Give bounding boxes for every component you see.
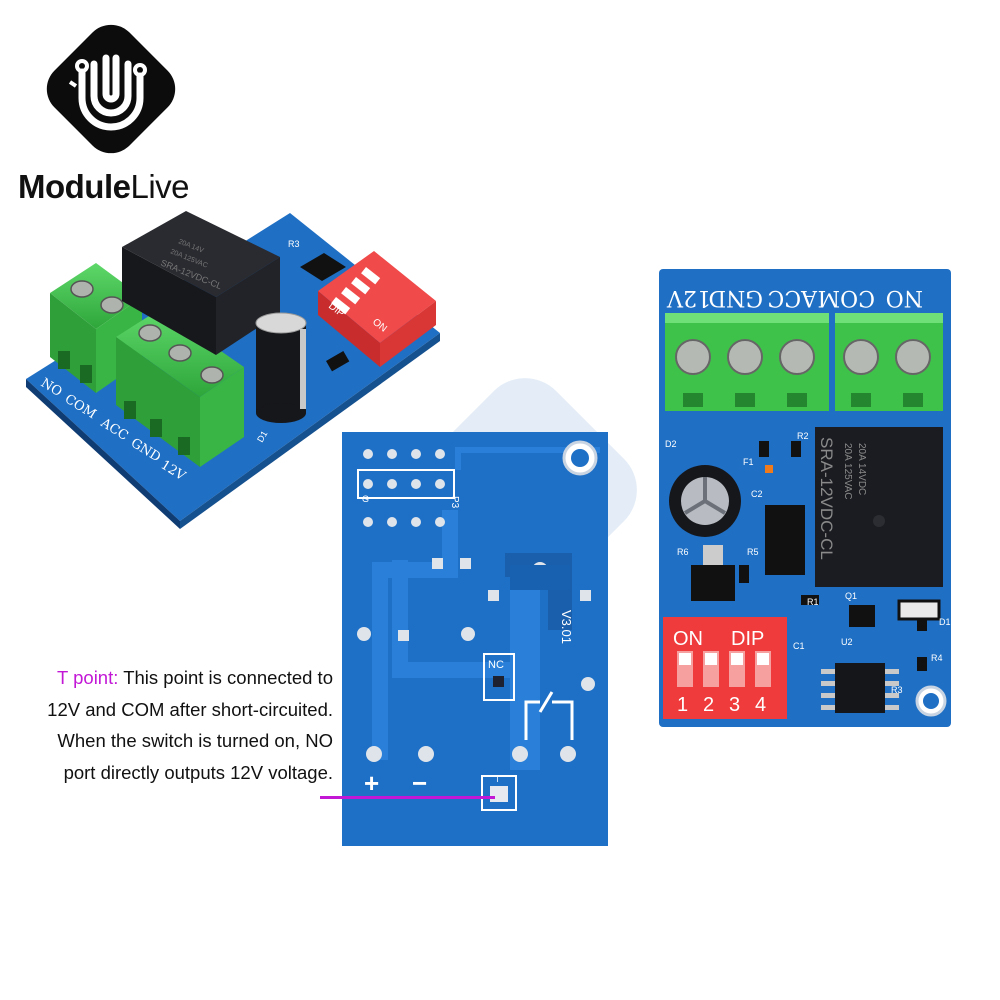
silk-minus: −: [412, 768, 427, 798]
annotation-line-2: 12V and COM after short-circuited.: [47, 698, 333, 720]
top-ic-chip: [821, 663, 899, 713]
top-terminal-label-com: COM: [818, 285, 875, 310]
top-terminal-block-3way: [665, 313, 829, 411]
silk-top-u2: U2: [841, 637, 853, 647]
top-capacitor-component: [669, 465, 741, 537]
silk-top-r3: R3: [891, 685, 903, 695]
annotation-line-1: T point: This point is connected to: [57, 667, 333, 688]
dip-number-2: 2: [703, 694, 714, 716]
silk-top-r4: R4: [931, 653, 943, 663]
brand-wordmark: ModuleLive: [18, 168, 190, 206]
silk-r3: R3: [288, 239, 300, 249]
dip-title: DIP: [731, 628, 764, 650]
top-terminal-label-acc: ACC: [767, 285, 818, 310]
dip-number-4: 4: [755, 694, 766, 716]
t-point-pointer-line: [320, 796, 495, 799]
annotation-highlight: T point:: [57, 667, 119, 688]
board-version: V3.01: [559, 610, 574, 644]
dip-number-1: 1: [677, 694, 688, 716]
silk-top-r1: R1: [807, 597, 819, 607]
silk-top-r2: R2: [797, 431, 809, 441]
t-point-pad: [481, 775, 517, 811]
relay-component: 20A 14V 20A 125VAC SRA-12VDC-CL: [122, 211, 280, 355]
silk-top-q1: Q1: [845, 591, 857, 601]
silk-g: G: [362, 494, 369, 504]
top-dip-switch: ON DIP 1 2 3 4: [663, 617, 787, 719]
silk-top-c1: C1: [793, 641, 805, 651]
relay-module-top-photo: 12V GND ACC COM NO 20A 14VDC 20A 125VAC …: [659, 269, 951, 727]
silk-nc: NC: [488, 659, 504, 671]
terminal-block-3way: [116, 309, 244, 467]
silk-t: T: [495, 775, 500, 784]
dip-on-title: ON: [673, 628, 703, 650]
dip-switch: DIP ON: [318, 251, 436, 367]
silk-top-c2: C2: [751, 489, 763, 499]
silk-p3: P3: [449, 496, 460, 509]
ic-chip: [300, 253, 346, 281]
top-terminal-label-12v: 12V: [666, 285, 711, 310]
silk-d1: D1: [255, 429, 269, 444]
top-terminal-label-gnd: GND: [709, 285, 763, 310]
modulelive-logo-icon: [46, 24, 176, 154]
silk-top-d1: D1: [939, 617, 951, 627]
top-terminal-label-no: NO: [886, 285, 923, 310]
silk-top-r6: R6: [677, 547, 689, 557]
silk-top-r5: R5: [747, 547, 759, 557]
top-relay-spec2: 20A 125VAC: [842, 443, 853, 500]
brand-name-bold: Module: [18, 168, 131, 205]
relay-module-back-photo: G P3 V3.01 NC + − T: [342, 432, 608, 846]
silk-top-f1: F1: [743, 457, 754, 467]
silk-plus: +: [364, 768, 379, 798]
top-relay-component: 20A 14VDC 20A 125VAC SRA-12VDC-CL: [815, 427, 943, 587]
brand-name-light: Live: [130, 168, 190, 205]
capacitor-component: [255, 312, 307, 423]
relay-module-perspective-photo: NO COM ACC GND 12V R3 D1 20A 14V 20A 125…: [26, 211, 440, 529]
voltage-regulator: [765, 505, 805, 575]
annotation-line-4: port directly outputs 12V voltage.: [63, 761, 333, 783]
silk-top-d2: D2: [665, 439, 677, 449]
top-relay-model: SRA-12VDC-CL: [817, 437, 836, 560]
top-relay-spec1: 20A 14VDC: [856, 443, 867, 495]
annotation-line-3: When the switch is turned on, NO: [57, 730, 333, 751]
t-point-annotation: T point: This point is connected to 12V …: [28, 662, 333, 788]
dip-number-3: 3: [729, 694, 740, 716]
top-terminal-block-2way: [835, 313, 943, 411]
